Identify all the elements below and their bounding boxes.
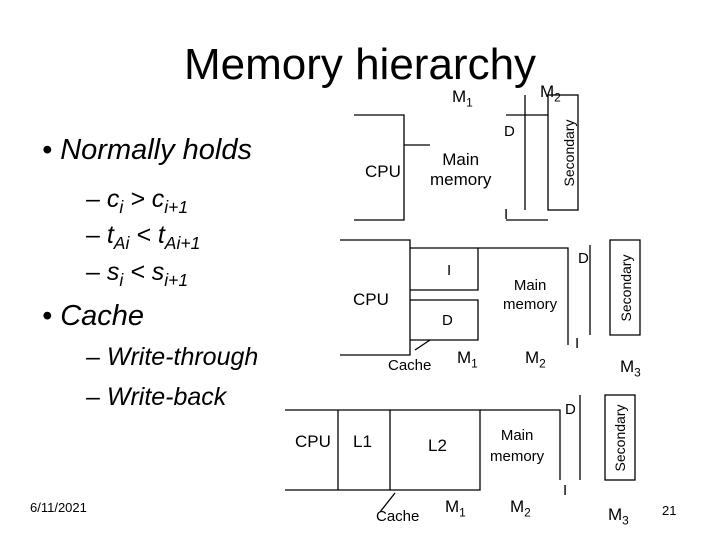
bullet-dot-icon: • xyxy=(42,300,61,332)
diagram1-main-memory-label: Main memory xyxy=(430,150,492,189)
sub-item-subscript: Ai+1 xyxy=(164,233,201,253)
m-subscript: 1 xyxy=(459,505,466,520)
m-text: M xyxy=(510,497,525,516)
diagram2-m3-label: M3 xyxy=(620,357,641,379)
diagram3-secondary-label: Secondary xyxy=(612,404,628,472)
diagram3-m2-label: M2 xyxy=(510,497,531,519)
sub-item-text: < t xyxy=(129,221,165,249)
diagram2-m2-label: M2 xyxy=(525,348,546,370)
m-text: M xyxy=(445,497,460,516)
diagram2-label-D: D xyxy=(442,312,453,329)
diagram2-secondary-box xyxy=(609,239,641,336)
page-number: 21 xyxy=(662,503,677,518)
bullet-normally-holds: • Normally holds xyxy=(42,134,252,167)
diagram2-cache-I xyxy=(410,247,479,291)
m-text: M xyxy=(608,505,623,524)
sub-item-text: > c xyxy=(123,185,165,213)
m-text: M xyxy=(452,87,467,106)
sub-item-tai: – tAi < tAi+1 xyxy=(86,221,200,254)
bullet-text: Cache xyxy=(60,300,145,332)
diagram3-cache-pointer xyxy=(379,492,396,513)
m-text: M xyxy=(540,82,555,101)
diagram3-main-memory-label: Main memory xyxy=(490,427,545,465)
diagram3-cpu-label: CPU xyxy=(295,432,331,451)
sub-item-write-through: – Write-through xyxy=(86,343,259,371)
m-subscript: 3 xyxy=(622,513,629,528)
sub-item-ci: – ci > ci+1 xyxy=(86,185,188,218)
diagram1-lines xyxy=(354,94,579,221)
diagram3-l2-box xyxy=(390,409,481,491)
sub-item-text: – s xyxy=(86,258,120,286)
sub-item-subscript: i+1 xyxy=(164,270,189,290)
diagram2-label-I2: I xyxy=(575,335,580,352)
bullet-cache: • Cache xyxy=(42,300,144,333)
diagram2-label-I: I xyxy=(447,262,452,279)
m-subscript: 2 xyxy=(554,90,561,105)
diagram2-cpu-label: CPU xyxy=(353,290,389,309)
diagram1-secondary-box xyxy=(547,94,579,211)
diagram2-cache-D xyxy=(410,299,479,341)
sub-item-write-back: – Write-back xyxy=(86,383,227,411)
diagram3-secondary-box xyxy=(604,394,636,481)
sub-item-subscript: i+1 xyxy=(164,197,189,217)
bullet-dot-icon: • xyxy=(42,134,61,166)
m-text: M xyxy=(620,357,635,376)
sub-item-text: – t xyxy=(86,221,114,249)
sub-item-si: – si < si+1 xyxy=(86,258,188,291)
diagram2-lines xyxy=(340,239,641,356)
m-text: M xyxy=(525,348,540,367)
diagram2-main-box xyxy=(478,247,569,345)
diagram2-cache-label: Cache xyxy=(388,357,432,374)
sub-item-subscript: i xyxy=(119,197,124,217)
m-subscript: 2 xyxy=(539,356,546,371)
diagram1-label-I: I xyxy=(504,206,509,223)
diagram1-label-D: D xyxy=(504,123,515,140)
sub-item-text: < s xyxy=(123,258,165,286)
diagram2-label-D2: D xyxy=(578,250,589,267)
diagram2-m1-label: M1 xyxy=(457,348,478,370)
diagram3-l1-label: L1 xyxy=(353,432,372,451)
diagram3-label-I: I xyxy=(563,482,568,499)
diagram3-main-box xyxy=(480,409,561,480)
sub-item-subscript: i xyxy=(119,270,124,290)
diagram2-secondary-label: Secondary xyxy=(618,254,634,322)
m-subscript: 2 xyxy=(524,505,531,520)
m-subscript: 1 xyxy=(466,95,473,110)
diagram1-m2-label: M2 xyxy=(540,82,561,104)
diagram3-m1-label: M1 xyxy=(445,497,466,519)
diagram3-cache-label: Cache xyxy=(376,508,420,525)
bullet-text: Normally holds xyxy=(60,134,253,166)
diagram3-lines xyxy=(285,394,636,513)
diagram3-m3-label: M3 xyxy=(608,505,629,527)
diagram1-secondary-label: Secondary xyxy=(561,119,577,187)
slide-date: 6/11/2021 xyxy=(30,500,87,515)
diagram3-l2-label: L2 xyxy=(428,436,447,455)
diagram1-m1-label: M1 xyxy=(452,87,473,109)
diagram2-cache-pointer xyxy=(414,339,431,351)
diagram1-cpu-bracket xyxy=(354,114,405,221)
slide-title: Memory hierarchy xyxy=(183,40,537,89)
diagram2-main-memory-label: Main memory xyxy=(503,277,558,313)
diagram1-cpu-label: CPU xyxy=(365,162,401,181)
m-subscript: 3 xyxy=(634,365,641,380)
sub-item-subscript: Ai xyxy=(113,233,130,253)
m-text: M xyxy=(457,348,472,367)
diagram2-cpu-bracket xyxy=(340,239,411,356)
sub-item-text: – c xyxy=(86,185,120,213)
m-subscript: 1 xyxy=(471,356,478,371)
diagram3-label-D: D xyxy=(565,401,576,418)
